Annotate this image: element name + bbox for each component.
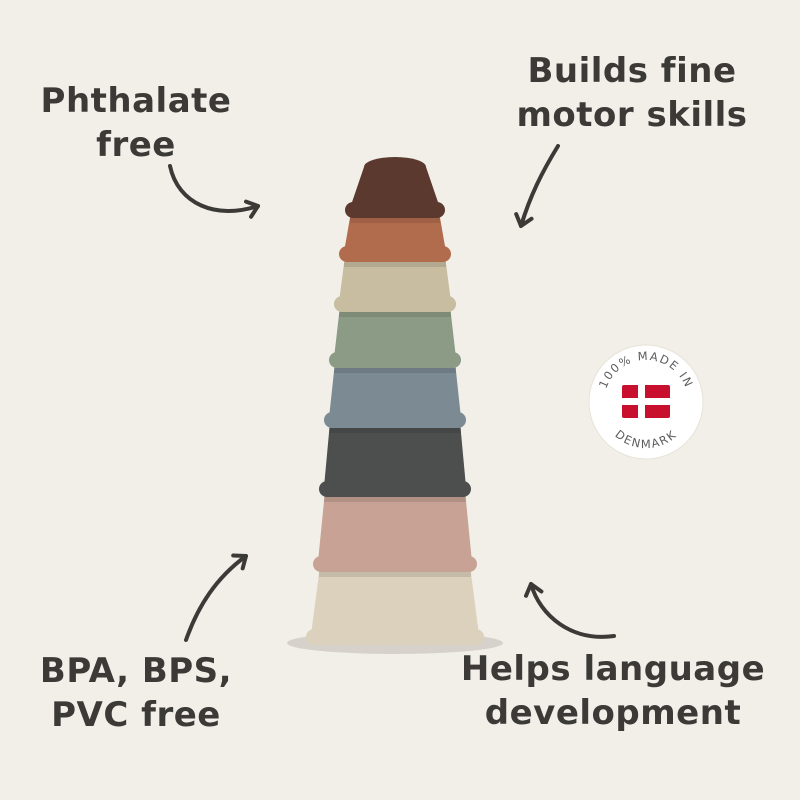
annotation-line: Phthalate xyxy=(40,81,232,121)
annotation-line: development xyxy=(484,692,742,733)
cup-7-rose xyxy=(313,491,477,572)
cup-2-terracotta xyxy=(339,212,451,262)
cup-1-brown xyxy=(345,157,445,218)
cup-6-charcoal xyxy=(319,422,471,497)
annotation-bpa-free: BPA, BPS, PVC free xyxy=(16,650,256,737)
made-in-denmark-badge: 100% MADE IN DENMARK xyxy=(588,344,704,460)
cup-8-cream xyxy=(306,566,484,645)
arrow-phthalate-icon xyxy=(168,164,260,219)
annotation-line: Helps language xyxy=(460,649,766,689)
arrow-bpa-icon xyxy=(184,553,248,642)
annotation-line: Builds fine xyxy=(527,51,737,91)
annotation-language: Helps language development xyxy=(448,648,778,735)
annotation-line: BPA, BPS, xyxy=(39,651,233,691)
annotation-fine-motor: Builds fine motor skills xyxy=(482,50,782,137)
annotation-line: PVC free xyxy=(51,694,221,735)
annotation-phthalate-free: Phthalate free xyxy=(16,80,256,167)
cup-5-slate xyxy=(324,362,466,428)
stacking-tower xyxy=(306,157,484,645)
cup-3-beige xyxy=(334,256,456,312)
denmark-flag-icon xyxy=(622,385,670,418)
annotation-line: free xyxy=(96,124,176,165)
annotation-line: motor skills xyxy=(516,94,748,135)
arrow-motor-skills-icon xyxy=(514,144,560,228)
arrow-language-icon xyxy=(524,582,616,639)
cup-4-sage xyxy=(329,306,461,368)
